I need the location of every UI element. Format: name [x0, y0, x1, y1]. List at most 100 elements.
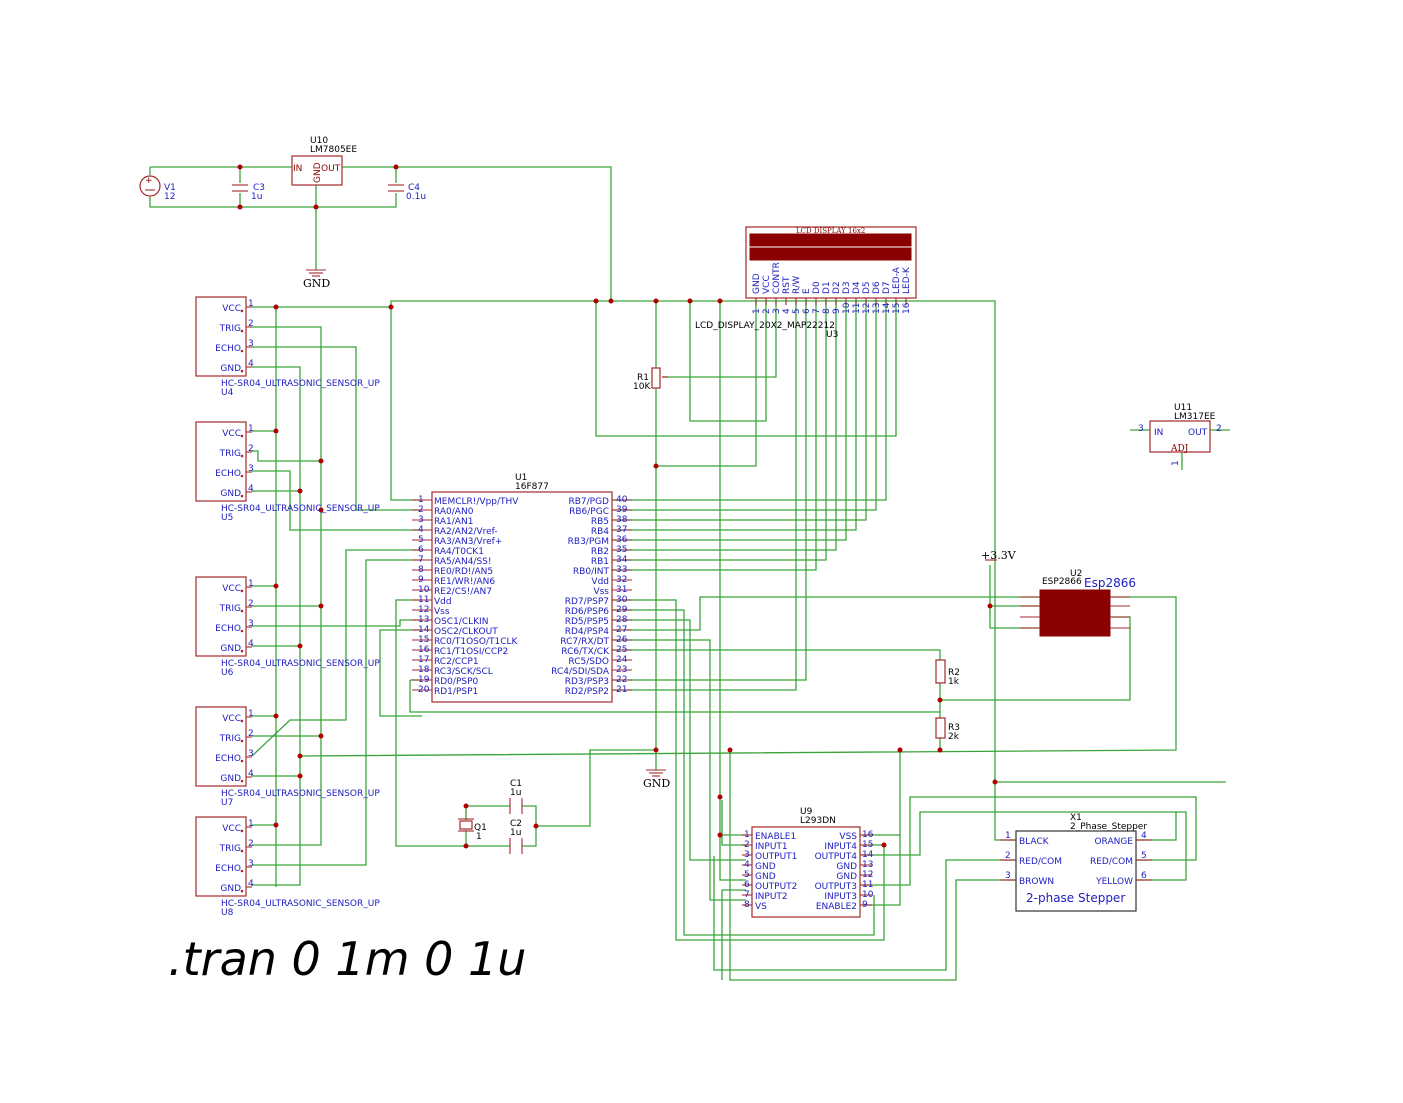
stepper-pin-number: 1 — [1005, 831, 1011, 841]
regulator-u10: IN OUT GND U10 LM7805EE — [291, 136, 357, 186]
mcu-pin-number: 36 — [616, 535, 628, 545]
resistor-r3: R3 2k — [935, 717, 960, 742]
mcu-pin-label: RC7/RX/DT — [560, 637, 609, 647]
lcd-pin-label: D3 — [842, 281, 852, 294]
mcu-pin-label: RD7/PSP7 — [565, 597, 609, 607]
c3-value: 1u — [251, 192, 262, 202]
mcu-pin-number: 7 — [418, 555, 424, 565]
driver-pin-number: 14 — [862, 850, 874, 860]
lcd-pin-number: 15 — [892, 303, 902, 314]
mcu-pin-label: RC6/TX/CK — [561, 647, 610, 657]
lm317-pin-adj: 1 — [1171, 460, 1181, 466]
u1-ref: U1 — [515, 473, 527, 483]
mcu-pin-number: 32 — [616, 575, 627, 585]
driver-pin-label: ENABLE1 — [755, 832, 796, 842]
stepper-motor-x1: X1 2_Phase_Stepper 2-phase Stepper 1BLAC… — [1000, 813, 1152, 912]
lcd-pin-label: VCC — [762, 275, 772, 294]
lcd-pin-number: 16 — [902, 302, 912, 314]
sensor-pin-label: GND — [220, 489, 241, 499]
mcu-pin-number: 33 — [616, 565, 627, 575]
sensor-pin-label: GND — [220, 364, 241, 374]
driver-pin-label: VSS — [839, 832, 857, 842]
lcd-pin-label: D4 — [852, 281, 862, 294]
mcu-pin-number: 37 — [616, 525, 627, 535]
mcu-pin-label: RB3/PGM — [568, 537, 609, 547]
mcu-pin-label: RB7/PGD — [568, 497, 609, 507]
driver-pin-number: 16 — [862, 830, 874, 840]
sensor-pin-label: VCC — [222, 429, 241, 439]
capacitor-c2: C2 1u — [509, 819, 523, 854]
mcu-pin-label: RD2/PSP2 — [565, 687, 609, 697]
x1-value: 2_Phase_Stepper — [1070, 822, 1147, 832]
driver-pin-label: INPUT3 — [824, 892, 857, 902]
mcu-pin-label: RA2/AN2/Vref- — [434, 527, 498, 537]
driver-pin-label: OUTPUT2 — [755, 882, 797, 892]
lm317-pin-out: 2 — [1216, 424, 1222, 434]
sensor-value: HC-SR04_ULTRASONIC_SENSOR_UP — [221, 899, 380, 909]
mcu-pin-number: 39 — [616, 505, 628, 515]
mcu-pin-label: RC3/SCK/SCL — [434, 667, 493, 677]
sensor-pin-number: 3 — [248, 339, 254, 349]
driver-pin-label: GND — [755, 862, 776, 872]
sensor-value: HC-SR04_ULTRASONIC_SENSOR_UP — [221, 659, 380, 669]
stepper-pin-number: 5 — [1141, 851, 1147, 861]
mcu-pin-number: 14 — [418, 625, 430, 635]
mcu-pin-label: RA3/AN3/Vref+ — [434, 537, 502, 547]
mcu-pin-label: Vss — [593, 587, 609, 597]
lcd-ref: U3 — [826, 330, 838, 340]
mcu-pin-label: OSC1/CLKIN — [434, 617, 488, 627]
lcd-pin-label: LED-A — [892, 266, 902, 294]
lcd-pin-label: E — [802, 288, 812, 294]
mcu-pin-label: RB1 — [591, 557, 609, 567]
driver-pin-label: INPUT1 — [755, 842, 788, 852]
sensor-pin-label: VCC — [222, 824, 241, 834]
sensor-pin-label: ECHO — [215, 864, 241, 874]
driver-pin-number: 12 — [862, 870, 873, 880]
reg-out-label: OUT — [321, 164, 341, 174]
sensor-pin-label: GND — [220, 774, 241, 784]
driver-pin-number: 15 — [862, 840, 873, 850]
mcu-pin-label: RA5/AN4/SS! — [434, 557, 492, 567]
spice-directive: .tran 0 1m 0 1u — [168, 932, 526, 986]
capacitor-c4: C4 0.1u — [388, 183, 426, 202]
driver-pin-label: INPUT4 — [824, 842, 857, 852]
lcd-pin-number: 4 — [782, 308, 792, 314]
mcu-pin-number: 21 — [616, 685, 627, 695]
sensor-pin-label: VCC — [222, 584, 241, 594]
driver-pin-number: 8 — [744, 900, 750, 910]
driver-pin-number: 11 — [862, 880, 873, 890]
mcu-pin-number: 38 — [616, 515, 628, 525]
sensor-pin-number: 3 — [248, 859, 254, 869]
sensor-pin-number: 1 — [248, 299, 254, 309]
sensor-ref: U7 — [221, 798, 233, 808]
lcd-pin-number: 10 — [842, 302, 852, 314]
mcu-pin-label: RB6/PGC — [569, 507, 609, 517]
mcu-pin-label: RD3/PSP3 — [565, 677, 609, 687]
lcd-title: LCD DISPLAY 16x2 — [796, 227, 865, 235]
mcu-pin-number: 15 — [418, 635, 429, 645]
lcd-pin-label: GND — [752, 273, 762, 294]
u2-value: ESP2866 — [1042, 577, 1082, 587]
driver-pin-number: 4 — [744, 860, 750, 870]
mcu-pin-number: 6 — [418, 545, 424, 555]
stepper-pin-label: ORANGE — [1094, 837, 1133, 847]
c1-value: 1u — [510, 788, 521, 798]
lcd-pin-number: 7 — [812, 308, 822, 314]
mcu-pin-number: 26 — [616, 635, 628, 645]
lcd-pin-number: 2 — [762, 308, 772, 314]
wires — [149, 166, 1230, 981]
lcd-pin-number: 8 — [822, 308, 832, 314]
gnd-label-1: GND — [303, 277, 330, 290]
lcd-pin-label: D5 — [862, 281, 872, 294]
lcd-pin-number: 9 — [832, 308, 842, 314]
driver-pin-label: INPUT2 — [755, 892, 788, 902]
u1-value: 16F877 — [515, 482, 549, 492]
lcd-value: LCD_DISPLAY_20X2_MAP22212 — [695, 321, 835, 331]
lcd-pin-number: 11 — [852, 303, 862, 314]
u10-value: LM7805EE — [310, 145, 357, 155]
sensor-pin-number: 3 — [248, 749, 254, 759]
mcu-pin-label: RD6/PSP6 — [565, 607, 610, 617]
c1-ref: C1 — [510, 779, 522, 789]
